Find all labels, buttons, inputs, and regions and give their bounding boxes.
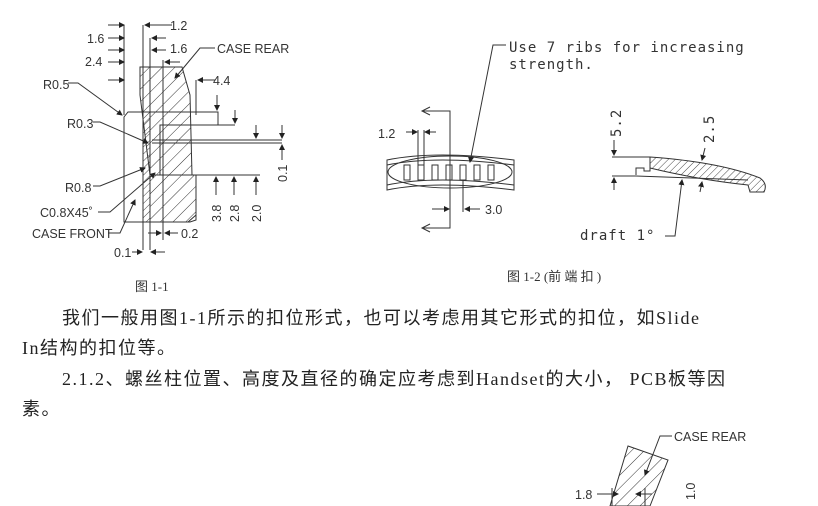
dim-0-1-vertical: 0.1 bbox=[276, 165, 290, 182]
label-r0-8: R0.8 bbox=[65, 181, 91, 195]
dim-2-4: 2.4 bbox=[85, 55, 102, 69]
figure-1-2-caption: 图 1-2 (前 端 扣 ) bbox=[507, 269, 602, 284]
dim-0-2: 0.2 bbox=[181, 227, 198, 241]
bottom-dim-1-0: 1.0 bbox=[684, 483, 698, 500]
dim-1-6-left: 1.6 bbox=[87, 32, 104, 46]
paragraph-1-line-1: 我们一般用图1-1所示的扣位形式，也可以考虑用其它形式的扣位，如Slide bbox=[62, 308, 701, 328]
dim-4-4: 4.4 bbox=[213, 74, 230, 88]
bottom-label-case-rear: CASE REAR bbox=[674, 430, 746, 444]
paragraph-2-line-2: 素。 bbox=[22, 399, 61, 419]
paragraph-2-line-1: 2.1.2、螺丝柱位置、高度及直径的确定应考虑到Handset的大小， PCB板… bbox=[62, 369, 727, 389]
dim-3-8: 3.8 bbox=[210, 205, 224, 222]
dim-1-6-right: 1.6 bbox=[170, 42, 187, 56]
draft-label: draft 1° bbox=[580, 228, 655, 244]
label-case-rear: CASE REAR bbox=[217, 42, 289, 56]
label-r0-5: R0.5 bbox=[43, 78, 69, 92]
dim-rib-3-0: 3.0 bbox=[485, 203, 502, 217]
dim-1-2: 1.2 bbox=[170, 19, 187, 33]
figure-1-1-caption: 图 1-1 bbox=[135, 279, 169, 294]
label-r0-3: R0.3 bbox=[67, 117, 93, 131]
paragraph-1-line-2: In结构的扣位等。 bbox=[22, 338, 177, 358]
dim-2-5: 2.5 bbox=[702, 115, 718, 143]
bottom-dim-1-8: 1.8 bbox=[575, 488, 592, 502]
label-chamfer: C0.8X45˚ bbox=[40, 206, 93, 220]
dim-2-8: 2.8 bbox=[228, 205, 242, 222]
dim-5-2: 5.2 bbox=[609, 109, 625, 137]
dim-0-1-bottom: 0.1 bbox=[114, 246, 131, 260]
dim-2-0: 2.0 bbox=[250, 205, 264, 222]
rib-note-line-2: strength. bbox=[509, 57, 594, 73]
label-case-front: CASE FRONT bbox=[32, 227, 113, 241]
dim-rib-1-2: 1.2 bbox=[378, 127, 395, 141]
rib-note-line-1: Use 7 ribs for increasing bbox=[509, 40, 745, 56]
